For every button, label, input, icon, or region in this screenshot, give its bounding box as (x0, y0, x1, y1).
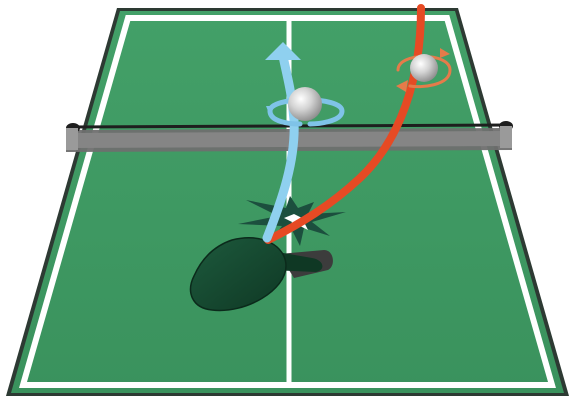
net-post-right-clamp (500, 126, 512, 148)
outgoing-ball (288, 87, 322, 121)
incoming-ball (410, 54, 438, 82)
net-post-left-clamp (66, 128, 78, 150)
